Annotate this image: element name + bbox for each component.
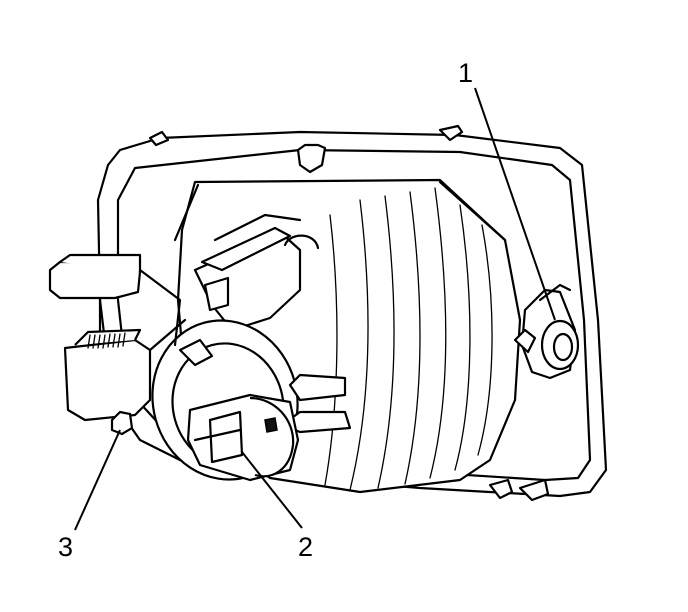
callout-label-2: 2 — [298, 532, 313, 562]
leader-line-3 — [74, 429, 121, 531]
callout-leaders — [74, 87, 556, 531]
leader-line-1 — [474, 87, 556, 321]
leader-line-2 — [241, 451, 303, 529]
callout-label-1: 1 — [458, 58, 473, 88]
wiring-connector-housing — [48, 253, 187, 436]
headlamp-adjuster — [513, 283, 580, 380]
callout-label-3: 3 — [58, 532, 73, 562]
bulb-connector — [186, 393, 300, 482]
bulb-mount-bracket — [193, 213, 320, 332]
